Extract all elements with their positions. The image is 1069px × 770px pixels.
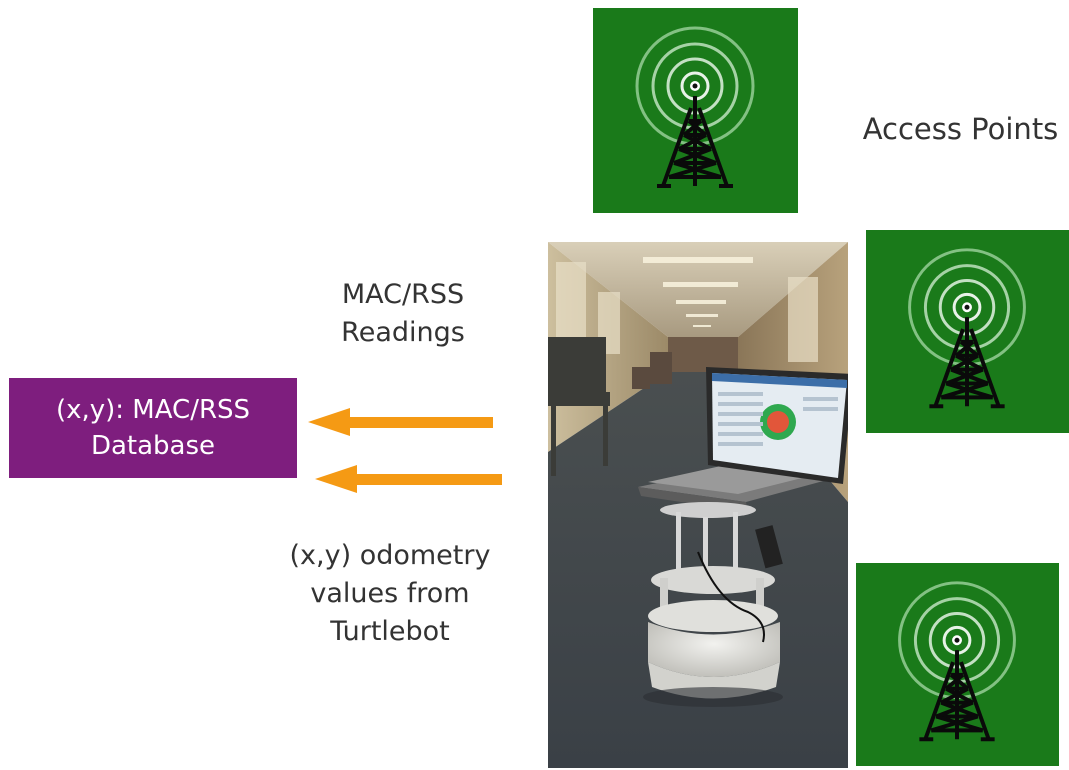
access-point-tower-icon — [856, 563, 1059, 766]
odometry-arrow — [315, 465, 502, 493]
access-point-tower-icon — [866, 230, 1069, 433]
arrows — [308, 408, 502, 493]
access-points-label: Access Points — [862, 112, 1059, 146]
odometry-label-line: values from — [310, 578, 470, 609]
readings-label-line: MAC/RSS — [341, 279, 465, 310]
readings-arrow — [308, 408, 493, 436]
radio-tower-icon — [898, 581, 1016, 742]
radio-tower-icon — [635, 26, 755, 188]
readings-label-line: Readings — [341, 317, 465, 348]
radio-tower-icon — [908, 248, 1026, 409]
odometry-label-line: Turtlebot — [330, 616, 450, 647]
turtlebot-photo — [548, 242, 848, 768]
database-box: (x,y): MAC/RSS Database — [9, 378, 297, 478]
access-point-tower-icon — [593, 8, 798, 213]
odometry-label-line: (x,y) odometry — [289, 540, 491, 571]
odometry-label: (x,y) odometry values from Turtlebot — [270, 537, 510, 651]
turtlebot-with-laptop-image — [548, 242, 848, 768]
readings-label: MAC/RSS Readings — [318, 276, 488, 352]
database-label-line: Database — [90, 431, 216, 461]
database-label-line: (x,y): MAC/RSS — [55, 395, 251, 425]
